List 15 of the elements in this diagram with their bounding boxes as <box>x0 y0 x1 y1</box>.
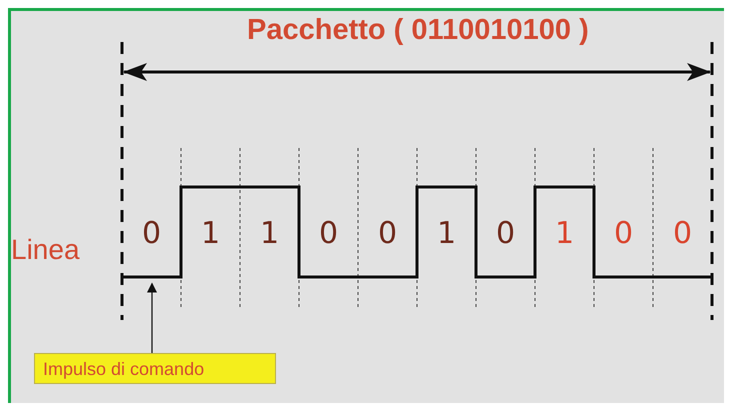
bit-value: 0 <box>319 219 338 249</box>
bit-value: 1 <box>437 219 456 249</box>
bit-value: 1 <box>260 219 280 249</box>
bit-value: 1 <box>555 219 574 249</box>
dimension-label: Pacchetto ( 0110010100 ) <box>247 16 589 45</box>
bit-value: 1 <box>201 219 220 249</box>
bit-value: 0 <box>614 219 634 249</box>
signal-waveform <box>122 186 712 278</box>
bit-value: 0 <box>142 219 162 249</box>
line-label: Linea <box>11 236 80 264</box>
bit-value: 0 <box>673 219 692 249</box>
leader-line <box>147 282 157 353</box>
callout-label: Impulso di comando <box>34 353 276 384</box>
bit-value: 0 <box>496 219 516 249</box>
bit-value: 0 <box>378 219 398 249</box>
